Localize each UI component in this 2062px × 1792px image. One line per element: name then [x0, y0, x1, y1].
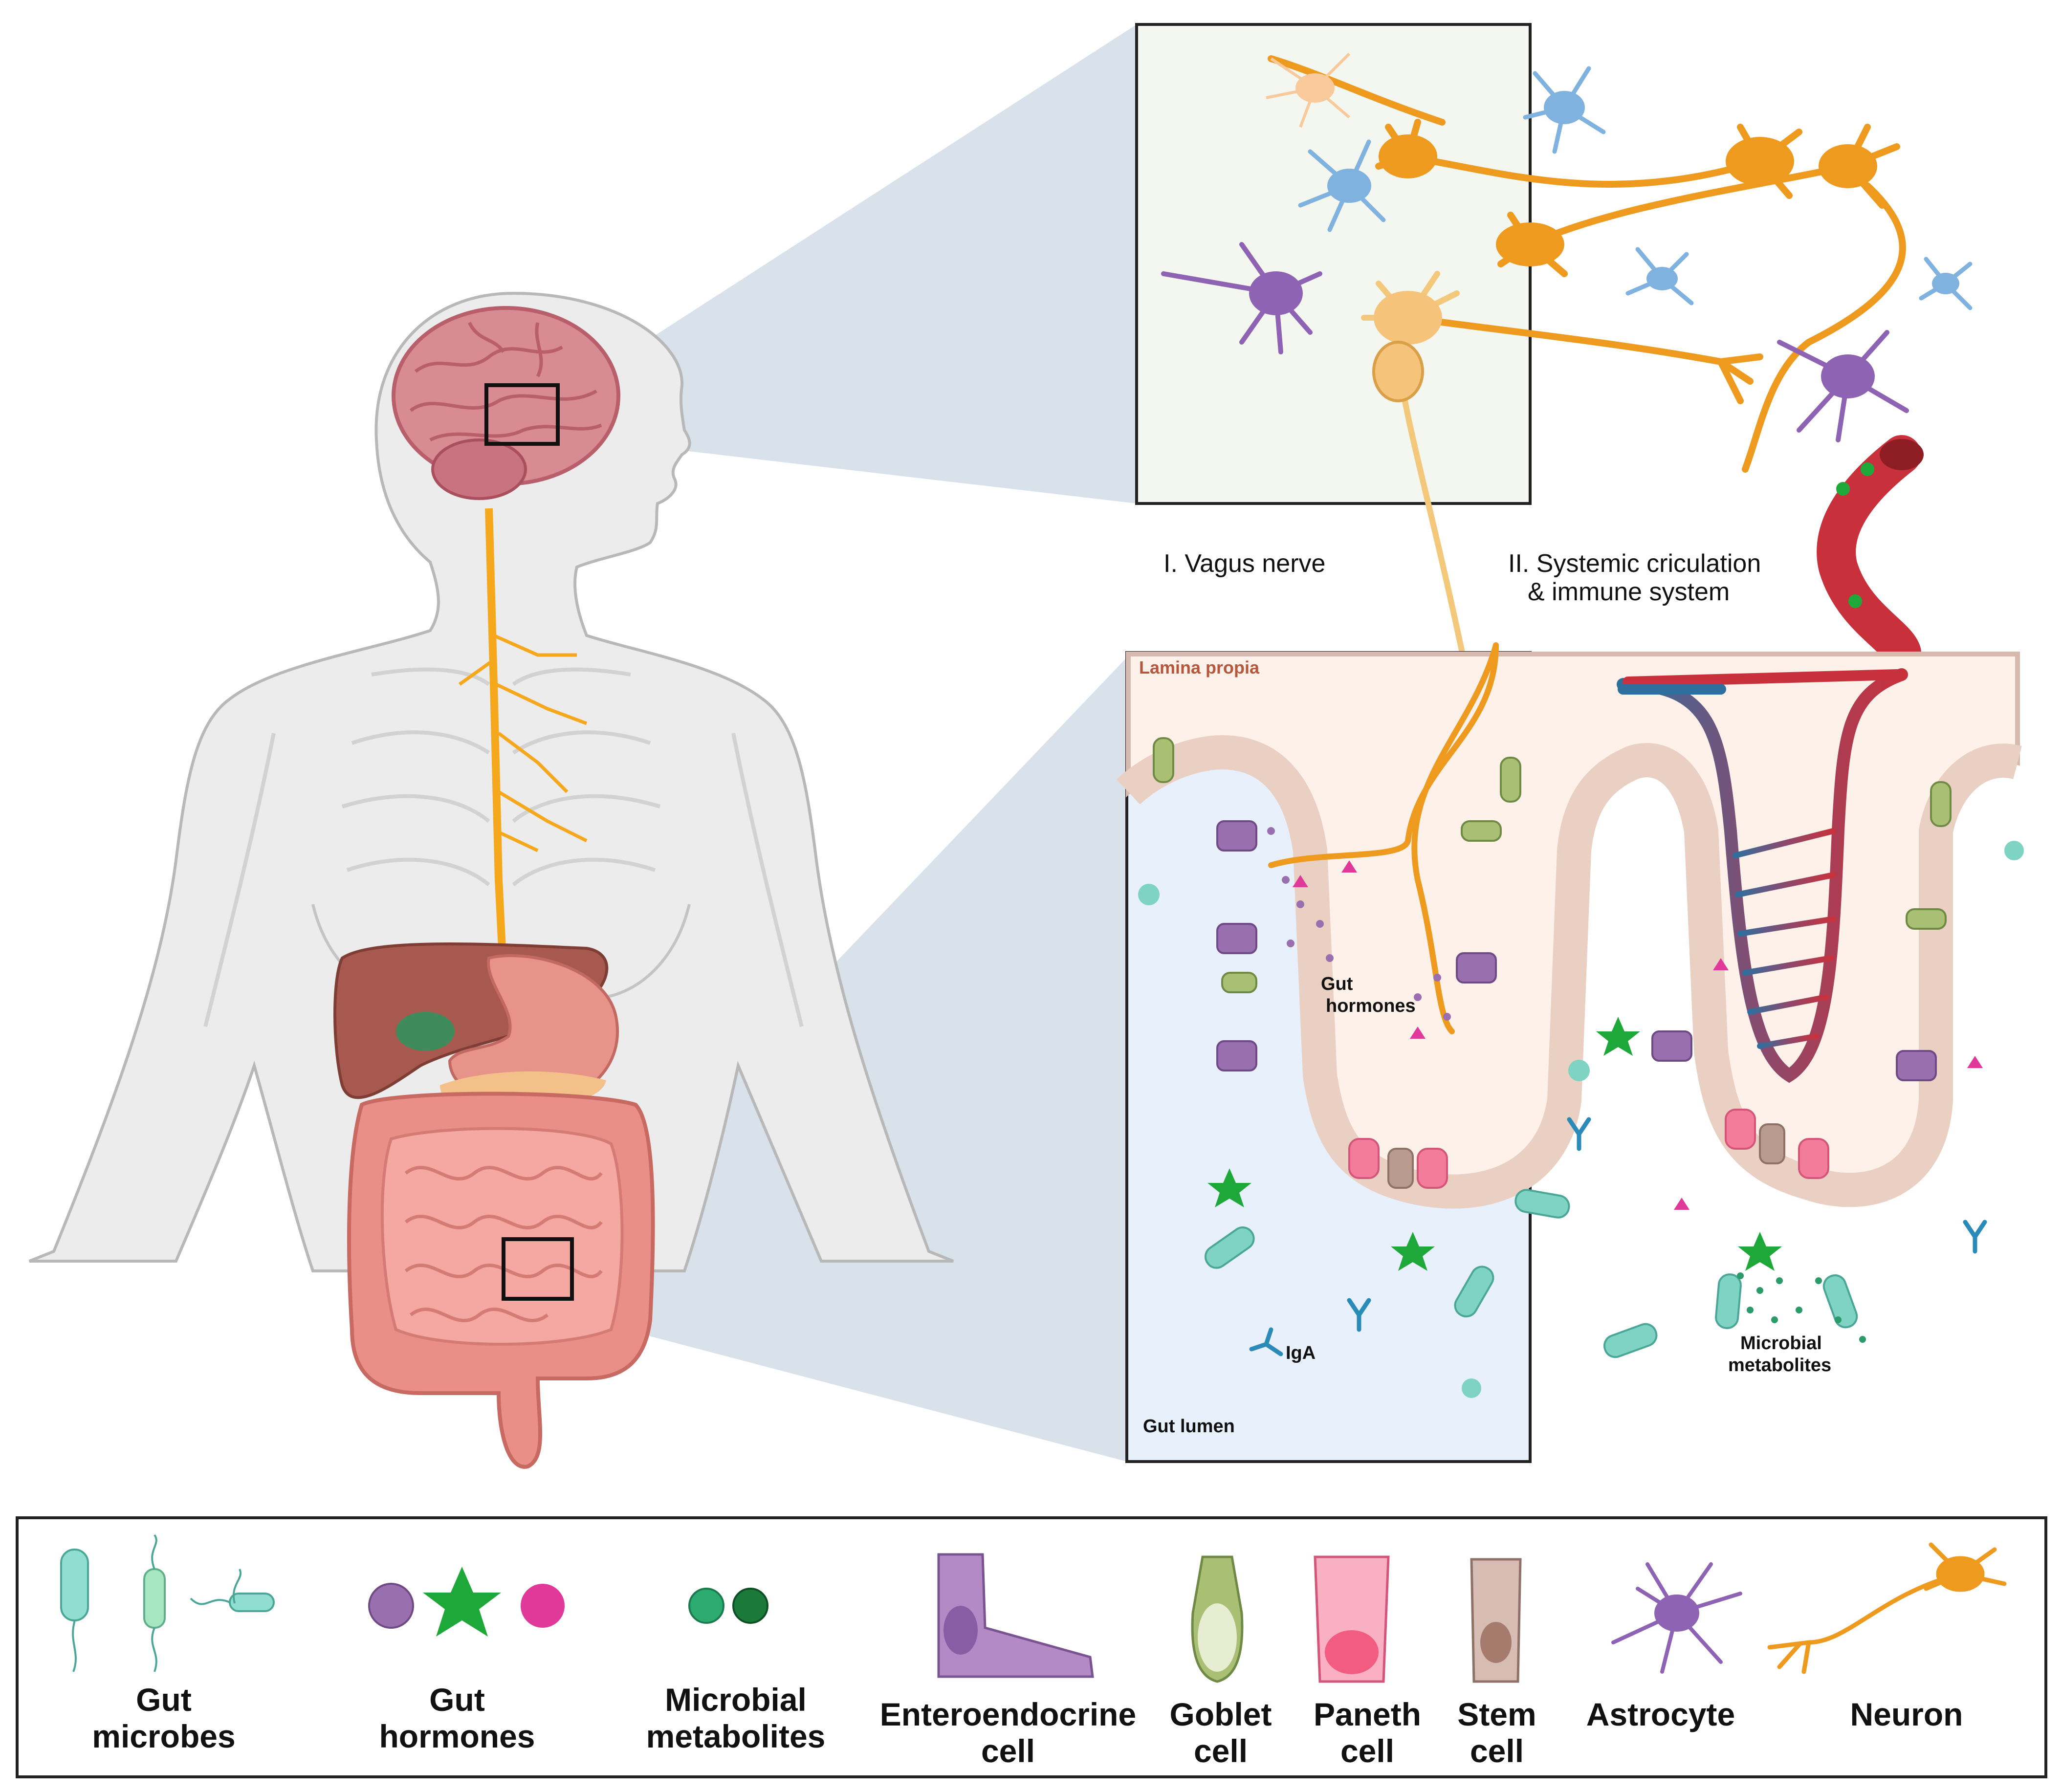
legend-label-gut-microbes-line1: Gut [136, 1682, 192, 1718]
gut-lumen-label: Gut lumen [1143, 1416, 1235, 1437]
legend-panel: Gut microbes Gut hormones Microbial meta… [16, 1516, 2047, 1778]
systemic-circulation-label-line1: II. Systemic criculation [1508, 549, 1761, 578]
vagus-nerve-body [485, 508, 507, 978]
vagus-nerve-label: I. Vagus nerve [1163, 549, 1325, 578]
legend-label-microbial-metabolites-line2: metabolites [646, 1718, 826, 1754]
microbial-metabolites-label-line2: metabolites [1728, 1355, 1831, 1376]
legend-label-paneth-line2: cell [1340, 1733, 1394, 1769]
human-body-figure [28, 291, 954, 1469]
legend-label-enteroendocrine-line1: Enteroendocrine [880, 1696, 1136, 1732]
legend-gut-hormones-icon [368, 1567, 565, 1637]
brain [392, 306, 620, 500]
legend-astrocyte-icon [1611, 1562, 1742, 1674]
iga-label: IgA [1286, 1343, 1316, 1363]
legend-goblet-cell-icon [1191, 1555, 1244, 1683]
body-silhouette [28, 291, 954, 1272]
brain-inset-panel [1135, 23, 1973, 672]
legend-label-neuron: Neuron [1850, 1696, 1963, 1732]
legend-gut-microbes-icon [60, 1534, 275, 1672]
legend-enteroendocrine-icon [937, 1553, 1094, 1678]
gallbladder [396, 1012, 455, 1051]
legend-label-microbial-metabolites-line1: Microbial [665, 1682, 807, 1718]
gut-hormones-label-line1: Gut [1321, 974, 1353, 994]
blood-vessel [1817, 435, 1921, 672]
legend-label-goblet-line1: Goblet [1170, 1696, 1272, 1732]
brain-zoom-marker [484, 383, 560, 446]
gut-hormones-label-line2: hormones [1326, 996, 1416, 1016]
legend-label-gut-hormones-line1: Gut [429, 1682, 485, 1718]
microbial-metabolites-label-line1: Microbial [1740, 1333, 1822, 1354]
legend-label-astrocyte: Astrocyte [1586, 1696, 1735, 1732]
legend-label-enteroendocrine-line2: cell [981, 1733, 1035, 1769]
legend-label-gut-microbes-line2: microbes [92, 1718, 235, 1754]
legend-label-stem-line1: Stem [1457, 1696, 1536, 1732]
lamina-propia-label: Lamina propia [1139, 657, 1260, 677]
legend-neuron-icon [1767, 1542, 2007, 1674]
gut-zoom-marker [502, 1237, 574, 1301]
legend-paneth-cell-icon [1314, 1555, 1390, 1683]
lumen-microbes [1204, 1189, 1858, 1358]
legend-stem-cell-icon [1470, 1558, 1522, 1683]
legend-label-stem-line2: cell [1470, 1733, 1524, 1769]
legend-label-goblet-line2: cell [1194, 1733, 1248, 1769]
small-intestine [380, 1127, 624, 1346]
villus-capillaries [1617, 668, 1908, 1083]
legend-microbial-metabolites-icon [688, 1588, 768, 1624]
legend-label-paneth-line1: Paneth [1314, 1696, 1421, 1732]
legend-label-gut-hormones-line2: hormones [379, 1718, 535, 1754]
gut-inset-panel: Lamina propia Gut hormones IgA Microbial… [1117, 642, 2024, 1463]
systemic-circulation-label-line2: & immune system [1528, 578, 1730, 606]
